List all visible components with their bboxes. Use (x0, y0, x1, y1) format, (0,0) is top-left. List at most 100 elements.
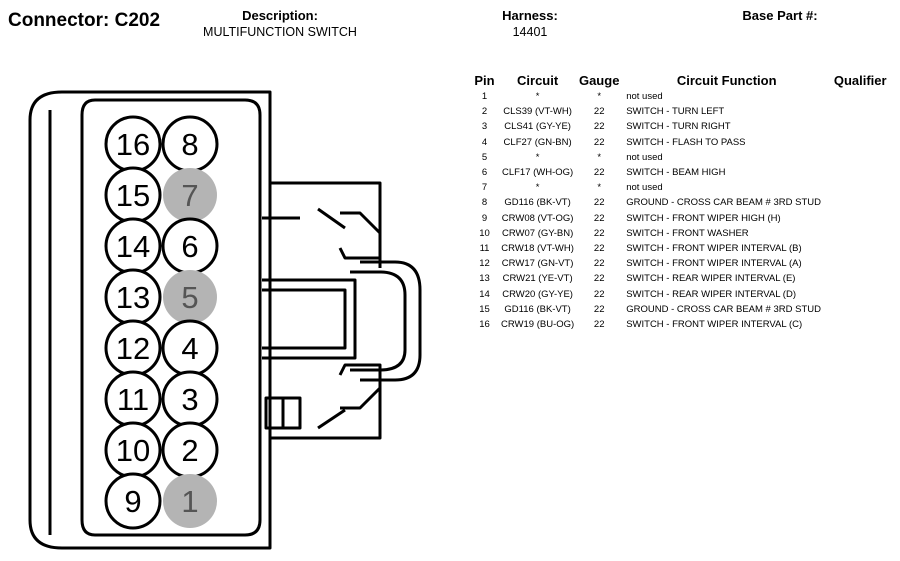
locking-tab-inner (350, 270, 407, 372)
cell-pin: 8 (481, 197, 488, 209)
cell-circuit: GD116 (BK-VT) (504, 197, 571, 209)
pin-number: 8 (181, 127, 198, 162)
table-row: 8 GD116 (BK-VT) 22 GROUND - CROSS CAR BEAM … (468, 195, 891, 210)
key-slot-inner (262, 288, 347, 350)
cell-gauge: 22 (593, 258, 605, 270)
latch-arm-lower (338, 363, 382, 410)
key-slot (262, 278, 357, 360)
cell-circuit: * (535, 151, 540, 163)
cell-circuit: GD116 (BK-VT) (504, 303, 571, 315)
table-row: 5**not used (468, 150, 891, 165)
pin-number: 4 (181, 331, 198, 366)
locking-tab (360, 260, 422, 382)
pin-3: 3 (161, 370, 219, 428)
col-header-circuit-function: Circuit Function (676, 72, 777, 88)
cell-circuit: CRW08 (VT-OG) (501, 212, 574, 224)
pin-number: 11 (117, 382, 149, 417)
cell-gauge: 22 (593, 227, 605, 239)
pin-14: 14 (104, 217, 162, 275)
cell-function: GROUND - CROSS CAR BEAM # 3RD STUD (626, 303, 821, 315)
cell-function: SWITCH - FRONT WASHER (626, 227, 749, 239)
connector-title: Connector: C202 (8, 10, 161, 31)
cell-qualifier (829, 241, 891, 256)
connector-body-outline (28, 90, 272, 550)
cell-function: SWITCH - BEAM HIGH (626, 167, 726, 179)
cell-gauge: * (597, 151, 602, 163)
latch-stroke-upper (262, 207, 346, 230)
pin-table: Pin Circuit Gauge Circuit Function Quali… (468, 71, 891, 332)
cell-gauge: * (597, 182, 602, 194)
pin-number: 3 (181, 382, 198, 417)
cell-function: SWITCH - FRONT WIPER HIGH (H) (626, 212, 781, 224)
cell-qualifier (829, 302, 891, 317)
cell-gauge: 22 (593, 197, 605, 209)
col-header-circuit: Circuit (517, 72, 559, 88)
cell-function: GROUND - CROSS CAR BEAM # 3RD STUD (626, 197, 821, 209)
pin-2: 2 (161, 421, 219, 479)
pin-number: 9 (124, 484, 141, 519)
cell-gauge: 22 (593, 167, 605, 179)
description-value: MULTIFUNCTION SWITCH (203, 25, 357, 39)
cell-circuit: CRW18 (VT-WH) (501, 242, 574, 254)
cell-function: not used (626, 182, 663, 194)
cell-circuit: CRW17 (GN-VT) (501, 258, 574, 270)
cell-function: not used (626, 151, 663, 163)
cell-circuit: CLS39 (VT-WH) (503, 106, 572, 118)
cell-pin: 9 (481, 212, 488, 224)
cell-qualifier (829, 150, 891, 165)
cell-gauge: * (597, 91, 602, 103)
cell-circuit: CRW19 (BU-OG) (501, 318, 575, 330)
cell-circuit: CRW20 (GY-YE) (502, 288, 573, 300)
cell-circuit: CRW07 (GY-BN) (501, 227, 574, 239)
pin-number: 15 (116, 178, 150, 213)
table-row: 10 CRW07 (GY-BN) 22 SWITCH - FRONT WASHER (468, 226, 891, 241)
cell-circuit: CLF17 (WH-OG) (501, 167, 574, 179)
pin-circle (163, 270, 217, 324)
harness-label: Harness: (502, 8, 558, 23)
pin-9: 9 (104, 472, 162, 530)
pin-number: 7 (181, 178, 198, 213)
cell-pin: 6 (481, 167, 488, 179)
pin-7: 7 (163, 168, 217, 222)
base-part-label: Base Part #: (742, 8, 818, 23)
cell-qualifier (829, 211, 891, 226)
pin-number: 1 (181, 484, 198, 519)
cell-qualifier (829, 89, 891, 104)
cell-pin: 12 (479, 258, 490, 270)
pin-number: 13 (116, 280, 150, 315)
cell-gauge: 22 (593, 242, 605, 254)
cell-pin: 7 (481, 182, 488, 194)
pin-circle (104, 472, 162, 530)
cell-gauge: 22 (593, 303, 605, 315)
cell-qualifier (829, 135, 891, 150)
cell-qualifier (829, 180, 891, 195)
pin-table-header: Pin Circuit Gauge Circuit Function Quali… (468, 71, 891, 89)
cell-circuit: CRW21 (YE-VT) (502, 273, 573, 285)
pin-circle (163, 168, 217, 222)
cell-gauge: 22 (593, 106, 605, 118)
cell-gauge: 22 (593, 288, 605, 300)
cell-qualifier (829, 104, 891, 119)
cell-circuit: * (535, 182, 540, 194)
cell-function: SWITCH - TURN RIGHT (626, 121, 731, 133)
latch-stroke-lower (317, 408, 346, 430)
pin-number: 6 (181, 229, 198, 264)
pin-number: 16 (116, 127, 150, 162)
cell-qualifier (829, 195, 891, 210)
description-label: Description: (242, 8, 318, 23)
harness-value: 14401 (512, 25, 548, 39)
cell-pin: 4 (481, 136, 488, 148)
cell-pin: 14 (479, 288, 490, 300)
col-header-pin: Pin (474, 72, 495, 88)
cell-pin: 1 (481, 91, 488, 103)
pin-16: 16 (104, 115, 162, 173)
cell-function: SWITCH - FRONT WIPER INTERVAL (C) (626, 318, 803, 330)
cell-function: not used (626, 91, 663, 103)
cell-pin: 10 (479, 227, 490, 239)
cell-pin: 3 (481, 121, 488, 133)
pin-15: 15 (104, 166, 162, 224)
